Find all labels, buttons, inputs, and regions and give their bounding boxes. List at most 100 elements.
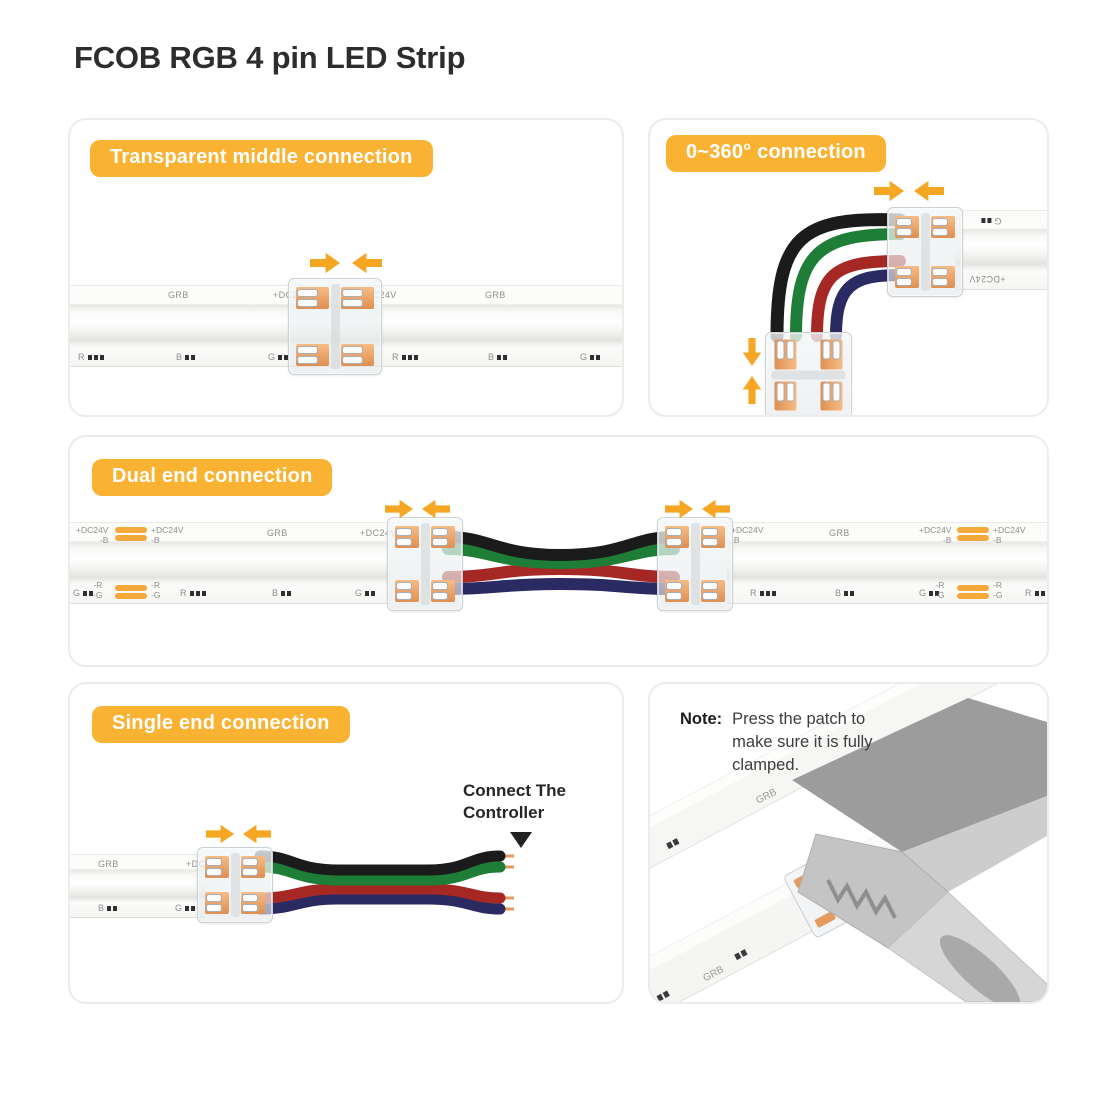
- note-label: Note:: [680, 710, 723, 728]
- strip-name-label: GRB: [829, 528, 850, 538]
- solder-dots: [87, 354, 104, 360]
- strip-g-label: G: [175, 903, 196, 913]
- strip-b-label: B: [98, 903, 118, 913]
- connector-divider: [920, 213, 930, 291]
- strip-connector: [387, 517, 463, 611]
- wire-blue: [254, 893, 506, 915]
- jumper-wires: [442, 531, 680, 595]
- copper-contact: [205, 892, 229, 914]
- copper-contact: [701, 580, 725, 602]
- solder-pads: [115, 527, 147, 541]
- wire-black: [442, 531, 680, 562]
- arrow-right-icon: [310, 252, 340, 274]
- copper-contact: [395, 526, 419, 548]
- contact-row: [296, 344, 374, 366]
- wire-red: [442, 562, 680, 583]
- strip-g-label: G: [355, 588, 376, 598]
- strip-rg-label: -R-G: [993, 580, 1003, 600]
- note-line: make sure it is fully: [732, 733, 873, 751]
- contact-row: [205, 856, 265, 878]
- solder-dots: [401, 354, 418, 360]
- panel-note: Note: Press the patch to make sure it is…: [648, 682, 1049, 1004]
- strip-g-label: G: [580, 352, 601, 362]
- solder-dots: [929, 590, 940, 596]
- copper-contact: [395, 580, 419, 602]
- strip-power-b-label: +DC24V-B: [919, 525, 952, 545]
- wire-blue: [830, 269, 906, 342]
- copper-contact: [895, 266, 919, 288]
- strip-r-label: R: [392, 352, 418, 362]
- contact-row: [820, 339, 843, 411]
- wire-black: [770, 213, 907, 343]
- panel-single-end-connection: Single end connection Connect The Contro…: [68, 682, 624, 1004]
- copper-contact: [931, 216, 955, 238]
- badge-dual-end: Dual end connection: [92, 459, 333, 496]
- strip-power-label: +DC24V: [360, 528, 397, 538]
- solder-dots: [759, 590, 776, 596]
- wire-blue: [442, 577, 680, 595]
- solder-dots: [185, 354, 196, 360]
- strip-connector: [657, 517, 733, 611]
- strip-g-label: G: [268, 352, 289, 362]
- led-strip: G +DC24V: [955, 210, 1047, 290]
- page-title: FCOB RGB 4 pin LED Strip: [74, 40, 466, 75]
- strip-power-b-label: +DC24V-B: [731, 525, 764, 545]
- wire-green: [254, 861, 506, 886]
- led-strip: +DC24V-B +DC24V-B GRB +DC24V G -R-G -R-G…: [70, 522, 396, 604]
- connector-divider: [420, 523, 430, 605]
- wire-red: [811, 255, 906, 342]
- copper-contact: [665, 526, 689, 548]
- badge-transparent-middle: Transparent middle connection: [90, 140, 433, 177]
- copper-contact: [774, 339, 797, 369]
- panel-rotation-connection: 0~360° connection G +DC24V: [648, 118, 1049, 417]
- copper-contact: [296, 344, 329, 366]
- copper-contact: [895, 216, 919, 238]
- strip-name-label: GRB: [168, 290, 189, 300]
- wire-green: [442, 543, 680, 570]
- strip-connector: [288, 278, 382, 375]
- solder-dots: [185, 905, 196, 911]
- wire-green: [790, 228, 906, 342]
- badge-single-end: Single end connection: [92, 706, 350, 743]
- strip-connector: [887, 207, 963, 297]
- solder-pads: [115, 585, 147, 599]
- led-strip: +DC24V-B GRB +DC24V-B +DC24V-B R B G -R-…: [727, 522, 1047, 604]
- contact-row: [296, 287, 374, 309]
- contact-row: [774, 339, 797, 411]
- strip-b-label: B: [488, 352, 508, 362]
- strip-rg-label: -R-G: [151, 580, 161, 600]
- copper-contact: [665, 580, 689, 602]
- panel-transparent-middle-connection: Transparent middle connection GRB +DC24V…: [68, 118, 624, 417]
- copper-contact: [205, 856, 229, 878]
- jumper-wires: [770, 213, 907, 343]
- solder-dots: [278, 354, 289, 360]
- copper-contact: [241, 892, 265, 914]
- strip-rg-label: -R-G: [935, 580, 945, 600]
- strip-power-b-label: +DC24V-B: [993, 525, 1026, 545]
- connector-divider: [230, 853, 240, 917]
- strip-connector-vertical: [765, 332, 852, 415]
- copper-contact: [296, 287, 329, 309]
- note-line: clamped.: [732, 756, 800, 774]
- arrow-left-icon: [352, 252, 382, 274]
- controller-label: Connect The Controller: [463, 780, 566, 824]
- solder-pads: [957, 585, 989, 599]
- panel-dual-end-connection: Dual end connection +DC24V-B +DC24V-B GR…: [68, 435, 1049, 667]
- connector-divider: [330, 284, 340, 369]
- copper-contact: [241, 856, 265, 878]
- strip-power-b-label: +DC24V-B: [151, 525, 184, 545]
- copper-contact: [820, 339, 843, 369]
- solder-dots: [365, 590, 376, 596]
- led-strip: GRB +DC24V B G: [70, 854, 222, 918]
- clamp-illustration: GRB GRB: [650, 684, 1047, 1002]
- strip-connector: [197, 847, 273, 923]
- contact-row: [895, 216, 955, 238]
- contact-row: [205, 892, 265, 914]
- copper-contact: [431, 580, 455, 602]
- solder-dots: [656, 993, 664, 1002]
- copper-contact: [341, 287, 374, 309]
- strip-r-label: R: [750, 588, 776, 598]
- copper-contact: [931, 266, 955, 288]
- solder-dots: [844, 590, 855, 596]
